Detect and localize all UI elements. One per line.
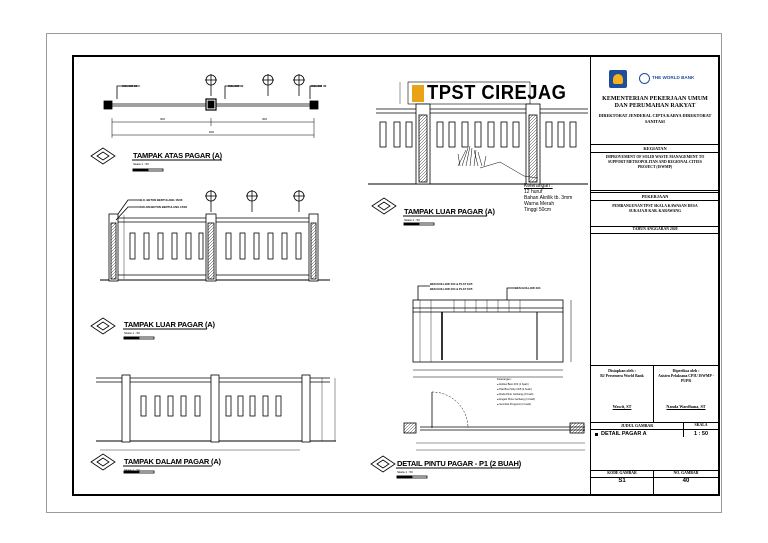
svg-text:BESI HOLLOW 4X4 & PLAT 10/5: BESI HOLLOW 4X4 & PLAT 10/5 <box>430 282 473 286</box>
kode-label: KODE GAMBAR <box>607 471 637 475</box>
svg-text:KOLOM 30: KOLOM 30 <box>228 84 244 88</box>
title-block: THE WORLD BANK KEMENTERIAN PEKERJAAN UMU… <box>590 56 719 494</box>
svg-text:KOLOM 30: KOLOM 30 <box>122 84 138 88</box>
view-title-inner: TAMPAK DALAM PAGAR (A) <box>124 457 221 466</box>
ministry-name: KEMENTERIAN PEKERJAAN UMUM DAN PERUMAHAN… <box>602 96 708 109</box>
outer-view-right <box>368 81 588 185</box>
diperiksa-by: Asisten Pelaksana CPIU ISWMP - PUPR <box>658 374 714 383</box>
kegiatan-label: KEGIATAN <box>643 146 667 151</box>
view-scale-top: Skala 1 : 50 <box>133 162 149 166</box>
pekerjaan-label: PEKERJAAN <box>641 194 669 199</box>
world-bank-logo-text: THE WORLD BANK <box>652 75 695 80</box>
sign-text: TPST CIREJAG <box>427 82 567 104</box>
view-scale-outer-left: Skala 1 : 50 <box>124 331 140 335</box>
view-scale-inner: Skala 1 : 50 <box>124 468 140 472</box>
svg-text:KOLOM BETON BERTULANG 15/30: KOLOM BETON BERTULANG 15/30 <box>140 205 187 209</box>
svg-text:BESI HOLLOW 4X4: BESI HOLLOW 4X4 <box>515 286 541 290</box>
drawing-frame <box>72 55 720 496</box>
judul-bullet-icon <box>595 433 598 436</box>
outer-view-left <box>100 190 330 282</box>
diperiksa-label: Diperiksa oleh : <box>672 368 700 373</box>
kode-gambar: S1 <box>618 478 626 484</box>
sign-notes-title: Keterangan : <box>524 183 553 189</box>
disiapkan-by: BJ Persemera World Bank <box>600 374 644 378</box>
svg-text:● Roda Pintu Gerbang (2 buah): ● Roda Pintu Gerbang (2 buah) <box>497 392 533 396</box>
svg-text:300: 300 <box>262 117 267 121</box>
judul-gambar: DETAIL PAGAR A <box>601 431 647 437</box>
svg-text:300: 300 <box>160 117 165 121</box>
sign-notes-line: Bahan Akrilik tb. 3mm <box>524 195 573 201</box>
title-symbols <box>90 147 397 473</box>
skala-value: 1 : 50 <box>693 431 709 437</box>
svg-text:KOLOM 30: KOLOM 30 <box>311 84 327 88</box>
view-scale-outer-right: Skala 1 : 50 <box>404 218 420 222</box>
pupr-logo <box>609 70 627 88</box>
door-detail <box>403 285 585 451</box>
sign-notes-line: Tinggi 50cm <box>524 207 552 213</box>
top-view <box>103 74 322 138</box>
inner-view <box>96 374 336 451</box>
svg-text:B.O. BETON BERTULANG 15/30: B.O. BETON BERTULANG 15/30 <box>140 198 183 202</box>
svg-text:BESI HOLLOW 4X4 & PLAT 10/5: BESI HOLLOW 4X4 & PLAT 10/5 <box>430 287 473 291</box>
no-label: NO. GAMBAR <box>673 471 699 475</box>
svg-text:● Hollow Besi 4X4 (1 buah): ● Hollow Besi 4X4 (1 buah) <box>497 382 529 386</box>
signer-left: Wawit, ST <box>612 404 632 409</box>
svg-text:● Gembok Pengunci (1 buah): ● Gembok Pengunci (1 buah) <box>497 402 531 406</box>
world-bank-globe-icon <box>639 73 650 84</box>
sign-notes-line: Warna Merah <box>524 201 555 207</box>
disiapkan-label: Disiapkan oleh : <box>608 368 636 373</box>
view-title-outer-right: TAMPAK LUAR PAGAR (A) <box>404 207 495 216</box>
skala-label: SKALA <box>694 423 708 427</box>
view-title-outer-left: TAMPAK LUAR PAGAR (A) <box>124 320 215 329</box>
no-gambar: 40 <box>682 478 690 484</box>
kegiatan-text: IMPROVEMENT OF SOLID WASTE MANAGEMENT TO… <box>605 155 705 169</box>
view-title-top: TAMPAK ATAS PAGAR (A) <box>133 151 222 160</box>
svg-text:600: 600 <box>209 130 214 134</box>
pekerjaan-text: PEMBANGUNAN TPST SKALA KAWASAN DESA SUKA… <box>612 204 698 213</box>
view-title-door: DETAIL PINTU PAGAR - P1 (2 BUAH) <box>397 459 522 468</box>
scale-bars <box>123 168 435 479</box>
signer-right: Nanda Wardhana, ST <box>666 404 706 409</box>
svg-text:● Engsel Pintu Gerbang (1 buah: ● Engsel Pintu Gerbang (1 buah) <box>497 397 535 401</box>
judul-label: JUDUL GAMBAR <box>620 423 654 428</box>
view-scale-door: Skala 1 : 50 <box>397 470 413 474</box>
sign-notes-line: 12 huruf <box>524 189 543 195</box>
svg-text:Keterangan :: Keterangan : <box>497 377 512 381</box>
sign-notes: Keterangan : 12 huruf Bahan Akrilik tb. … <box>524 183 572 213</box>
sign-accent-block <box>412 85 424 102</box>
directorate-name: DIREKTORAT JENDERAL CIPTA KARYA DIREKTOR… <box>598 113 712 124</box>
tahun-anggaran: TAHUN ANGGARAN 2020 <box>632 227 678 231</box>
svg-text:● Plat Besi Strip 10/5 (4 buah: ● Plat Besi Strip 10/5 (4 buah) <box>497 387 532 391</box>
